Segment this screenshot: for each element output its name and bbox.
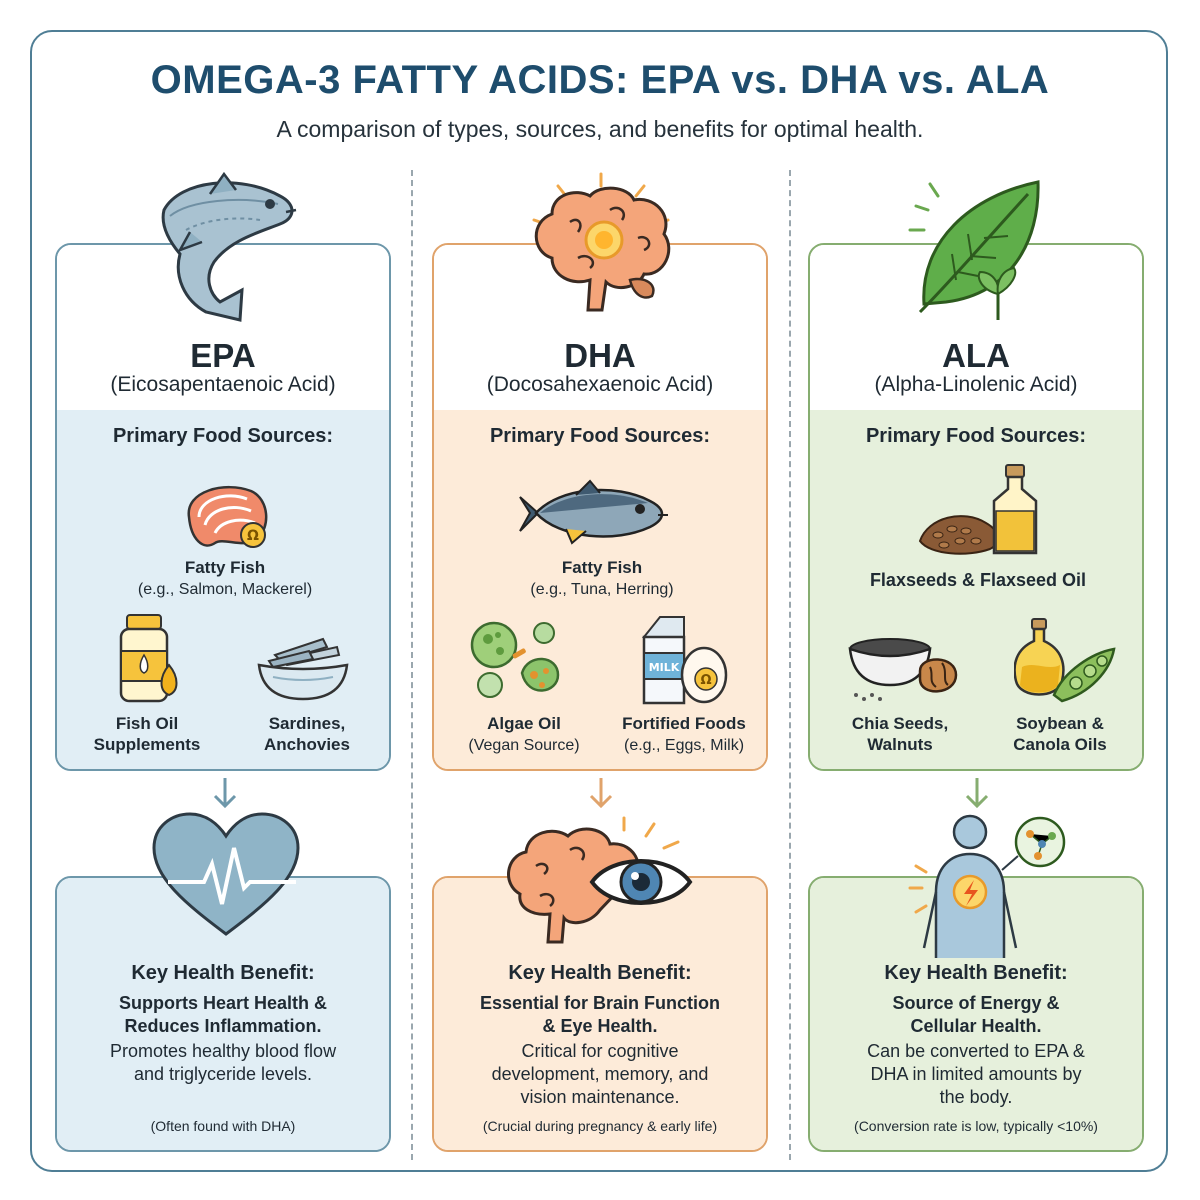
epa-benefit-desc: Promotes healthy blood flow and triglyce… (109, 1041, 337, 1084)
svg-text:MILK: MILK (649, 661, 680, 674)
sardine-bowl-icon (257, 637, 349, 701)
algae-icon (470, 621, 560, 698)
epa-full-name: (Eicosapentaenoic Acid) (110, 373, 336, 396)
leaf-icon (908, 180, 1040, 320)
ala-benefit-desc: Can be converted to EPA & DHA in limited… (867, 1041, 1085, 1107)
fish-icon (161, 171, 297, 322)
ala-benefit-card: Key Health Benefit: Source of Energy & C… (808, 876, 1144, 1152)
dha-benefit-card: Key Health Benefit: Essential for Brain … (432, 876, 768, 1152)
soybean-oil-icon (1014, 618, 1116, 703)
ala-source-3: Soybean & Canola Oils (1013, 714, 1107, 754)
epa-benefit-title: Supports Heart Health & Reduces Inflamma… (118, 993, 328, 1036)
svg-text:Ω: Ω (700, 673, 711, 688)
dha-benefit-desc: Critical for cognitive development, memo… (491, 1041, 709, 1107)
supplement-bottle-icon (119, 614, 178, 703)
dha-acronym: DHA (564, 337, 636, 374)
dha-flow-arrow (589, 778, 613, 809)
column-divider (411, 170, 413, 1160)
dha-benefit-title: Essential for Brain Function & Eye Healt… (479, 993, 721, 1036)
epa-source-2: Fish Oil Supplements (93, 714, 201, 754)
dha-source-3: Fortified Foods(e.g., Eggs, Milk) (622, 714, 746, 754)
flaxseed-oil-icon (918, 464, 1038, 555)
heart-pulse-icon (152, 812, 300, 936)
milk-egg-icon: MILK Ω (641, 616, 728, 705)
brain-eye-icon (507, 816, 693, 944)
dha-benefit-note: (Crucial during pregnancy & early life) (482, 1118, 718, 1134)
epa-benefit-heading: Key Health Benefit: (131, 962, 315, 984)
epa-sources-heading: Primary Food Sources: (112, 425, 334, 447)
dha-full-name: (Docosahexaenoic Acid) (486, 373, 714, 396)
epa-source-3: Sardines, Anchovies (264, 714, 350, 754)
dha-sources-heading: Primary Food Sources: (489, 425, 711, 447)
ala-full-name: (Alpha-Linolenic Acid) (874, 373, 1078, 396)
epa-benefit-card: Key Health Benefit: Supports Heart Healt… (55, 876, 391, 1152)
page-subtitle: A comparison of types, sources, and bene… (276, 116, 924, 142)
ala-benefit-heading: Key Health Benefit: (884, 962, 1068, 984)
ala-sources-heading: Primary Food Sources: (865, 425, 1087, 447)
epa-acronym: EPA (190, 337, 256, 374)
ala-flow-arrow (965, 778, 989, 809)
svg-text:Ω: Ω (247, 528, 259, 544)
column-divider (789, 170, 791, 1160)
energy-body-icon (908, 814, 1066, 958)
epa-flow-arrow (213, 778, 237, 809)
ala-benefit-note: (Conversion rate is low, typically <10%) (854, 1118, 1098, 1134)
dha-card: DHA (Docosahexaenoic Acid) Primary Food … (432, 243, 768, 771)
ala-acronym: ALA (942, 337, 1010, 374)
epa-source-1: Fatty Fish(e.g., Salmon, Mackerel) (137, 558, 313, 598)
page-title: OMEGA-3 FATTY ACIDS: EPA vs. DHA vs. ALA (150, 58, 1050, 102)
epa-card: EPA (Eicosapentaenoic Acid) Primary Food… (55, 243, 391, 771)
dha-source-2: Algae Oil(Vegan Source) (468, 714, 580, 754)
dha-benefit-heading: Key Health Benefit: (508, 962, 692, 984)
dha-source-1: Fatty Fish(e.g., Tuna, Herring) (530, 558, 674, 598)
ala-source-1: Flaxseeds & Flaxseed Oil (869, 570, 1087, 590)
salmon-steak-icon: Ω (187, 486, 268, 548)
brain-icon (532, 172, 671, 312)
ala-source-2: Chia Seeds, Walnuts (851, 714, 949, 754)
epa-benefit-note: (Often found with DHA) (150, 1118, 296, 1134)
ala-benefit-title: Source of Energy & Cellular Health. (892, 993, 1060, 1036)
tuna-icon (519, 479, 668, 545)
chia-walnut-icon (848, 638, 958, 701)
